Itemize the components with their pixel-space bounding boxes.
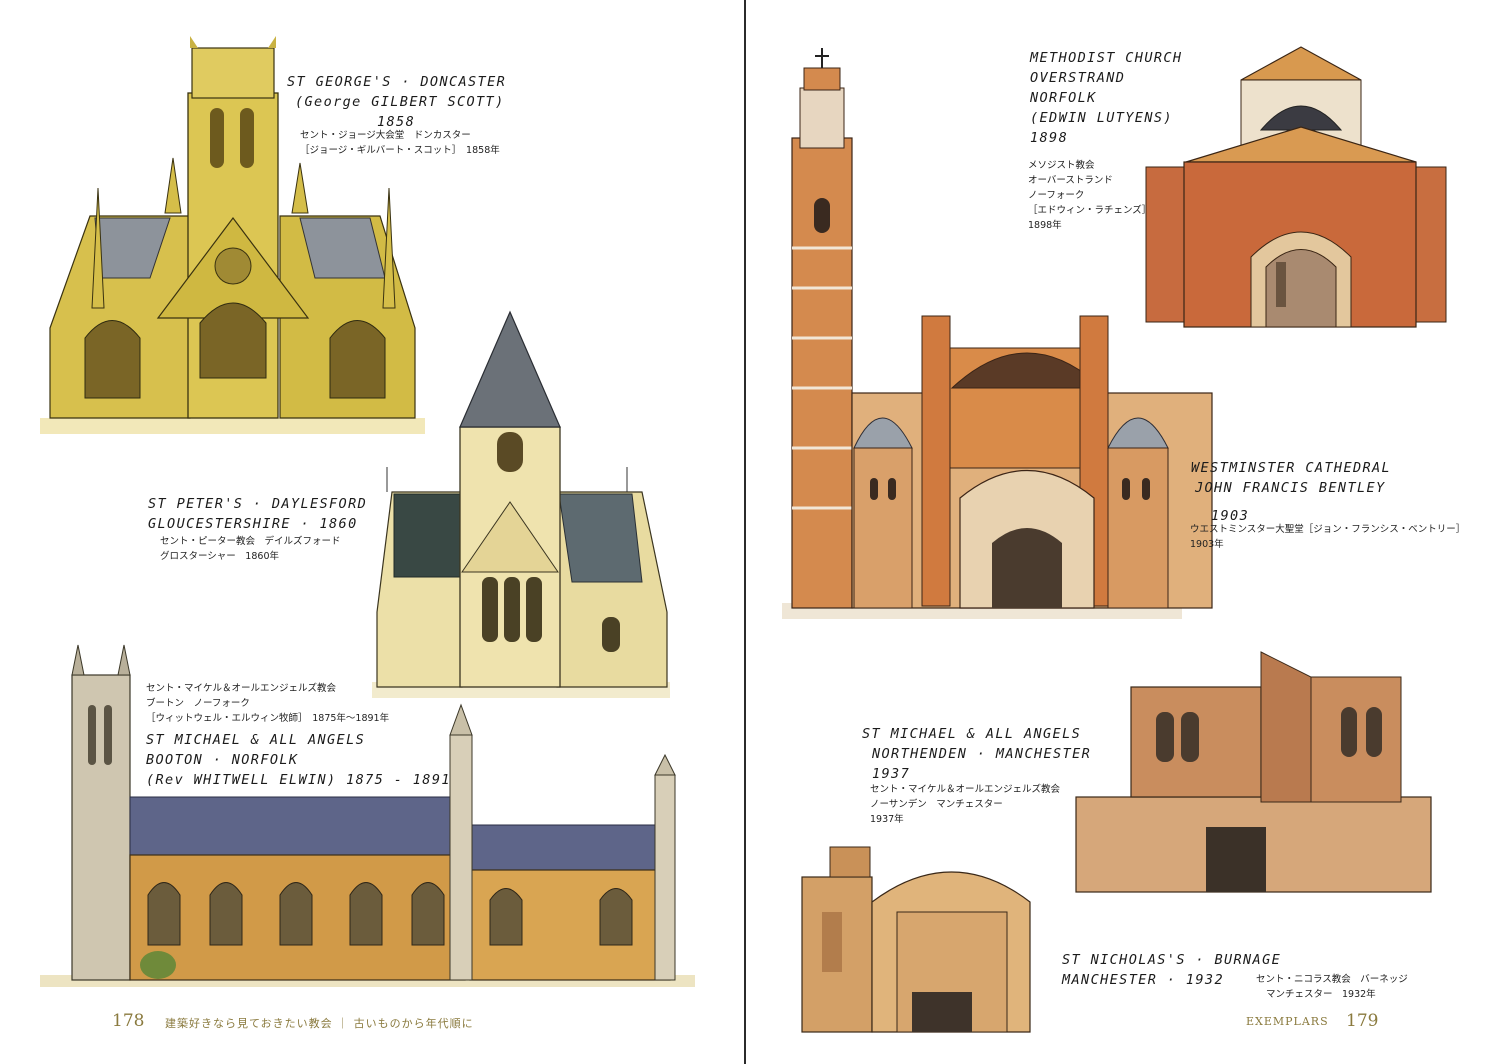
westminster-cathedral-illustration (782, 48, 1213, 619)
st-georges-title-handwritten: ST GEORGE'S · DONCASTER (George GILBERT … (287, 74, 507, 130)
st-nicholas-title-handwritten: ST NICHOLAS'S · BURNAGE MANCHESTER · 193… (1062, 952, 1282, 988)
right-running-head: EXEMPLARS (1246, 1015, 1329, 1028)
st-michael-northenden-illustration (1075, 651, 1432, 893)
st-peters-daylesford-illustration (372, 310, 670, 698)
right-page: METHODIST CHURCH OVERSTRAND NORFOLK (EDW… (746, 0, 1500, 1064)
st-michael-booton-illustration (40, 644, 695, 987)
st-michael-northenden-title-handwritten: ST MICHAEL & ALL ANGELS NORTHENDEN · MAN… (862, 726, 1092, 782)
st-georges-doncaster-illustration (40, 36, 425, 434)
st-michael-booton-title-handwritten: ST MICHAEL & ALL ANGELS BOOTON · NORFOLK… (146, 732, 451, 788)
st-nicholas-burnage-illustration (801, 846, 1031, 1033)
st-georges-caption-japanese: セント・ジョージ大会堂 ドンカスター ［ジョージ・ギルバート・スコット］ 185… (300, 130, 500, 156)
page-gutter (744, 0, 746, 1064)
westminster-title-handwritten: WESTMINSTER CATHEDRAL JOHN FRANCIS BENTL… (1191, 460, 1392, 524)
westminster-caption-japanese: ウエストミンスター大聖堂［ジョン・フランシス・ベントリー］ 1903年 (1190, 524, 1466, 550)
methodist-title-handwritten: METHODIST CHURCH OVERSTRAND NORFOLK (EDW… (1030, 50, 1183, 146)
methodist-church-overstrand-illustration (1145, 46, 1447, 328)
st-peters-caption-japanese: セント・ピーター教会 デイルズフォード グロスターシャー 1860年 (160, 536, 341, 562)
st-nicholas-caption-japanese: セント・ニコラス教会 バーネッジ マンチェスター 1932年 (1256, 974, 1408, 1000)
right-page-number: 179 (1346, 1011, 1379, 1031)
left-page: ST GEORGE'S · DONCASTER (George GILBERT … (0, 0, 745, 1064)
st-peters-title-handwritten: ST PETER'S · DAYLESFORD GLOUCESTERSHIRE … (148, 496, 368, 532)
methodist-caption-japanese: メソジスト教会 オーバーストランド ノーフォーク ［エドウィン・ラチェンズ］ 1… (1028, 160, 1152, 231)
left-running-head: 建築好きなら見ておきたい教会 ｜ 古いものから年代順に (165, 1017, 474, 1030)
st-michael-booton-caption-japanese: セント・マイケル＆オールエンジェルズ教会 ブートン ノーフォーク ［ウィットウェ… (146, 683, 390, 724)
st-michael-northenden-caption-japanese: セント・マイケル＆オールエンジェルズ教会 ノーサンデン マンチェスター 1937… (870, 784, 1061, 825)
left-page-number: 178 (112, 1011, 145, 1031)
